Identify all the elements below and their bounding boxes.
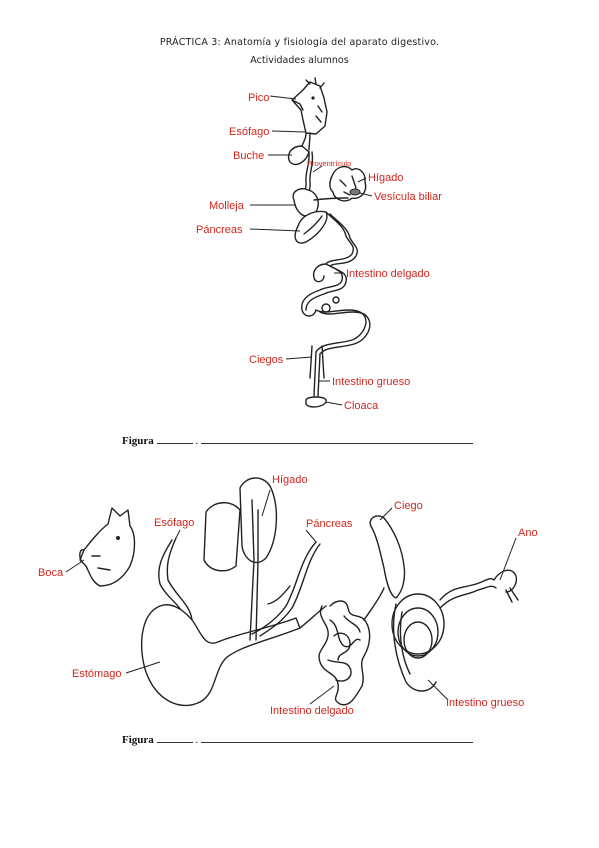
leader-esofago bbox=[271, 130, 306, 133]
leader-vesicula bbox=[359, 192, 373, 197]
leader-pico bbox=[269, 95, 297, 100]
page-title: PRÁCTICA 3: Anatomía y fisiología del ap… bbox=[159, 37, 440, 48]
liver-drawing bbox=[203, 477, 278, 641]
label-esofago: Esófago bbox=[229, 126, 269, 138]
figure1-title-blank[interactable] bbox=[201, 434, 474, 444]
leader-intestino-grueso bbox=[427, 679, 449, 701]
figure2-title-blank[interactable] bbox=[201, 733, 474, 743]
leader-proventriculo bbox=[312, 165, 323, 173]
figure2-caption: Figura . bbox=[122, 733, 474, 746]
label-ciegos: Ciegos bbox=[249, 354, 284, 366]
label-higado: Hígado bbox=[272, 474, 307, 486]
page-subtitle: Actividades alumnos bbox=[250, 55, 349, 66]
label-ciego: Ciego bbox=[394, 500, 423, 512]
label-pico: Pico bbox=[248, 92, 269, 104]
leader-higado bbox=[357, 177, 367, 183]
label-intestino-delgado: Intestino delgado bbox=[270, 705, 354, 717]
figure1-caption-word: Figura bbox=[122, 435, 154, 447]
ceca-cloaca-drawing bbox=[305, 345, 327, 408]
figure1-caption-separator: . bbox=[195, 435, 199, 447]
small-intestine-drawing bbox=[301, 263, 371, 355]
label-vesicula: Vesícula biliar bbox=[374, 191, 442, 203]
label-pancreas: Páncreas bbox=[196, 224, 243, 236]
leader-ano bbox=[499, 537, 517, 581]
figure2-number-blank[interactable] bbox=[156, 733, 193, 743]
pancreas-drawing bbox=[251, 541, 317, 635]
label-proventriculo: Proventrículo bbox=[307, 159, 351, 168]
liver-drawing bbox=[329, 165, 367, 202]
gizzard-pancreas-drawing bbox=[292, 188, 359, 267]
label-higado: Hígado bbox=[368, 172, 403, 184]
pig-head-drawing bbox=[79, 507, 136, 587]
label-buche: Buche bbox=[233, 150, 264, 162]
leader-intestino-delgado bbox=[309, 685, 335, 705]
figure1-caption: Figura . bbox=[122, 434, 474, 447]
leader-pancreas bbox=[305, 529, 317, 543]
label-ano: Ano bbox=[518, 527, 538, 539]
leader-boca bbox=[65, 559, 85, 573]
bird-digestive-diagram: Pico Esófago Buche Proventrículo Hígado … bbox=[196, 77, 442, 412]
figure2-caption-word: Figura bbox=[122, 734, 154, 746]
label-intestino-delgado: Intestino delgado bbox=[346, 268, 430, 280]
label-molleja: Molleja bbox=[209, 200, 245, 212]
label-estomago: Estómago bbox=[72, 668, 122, 680]
large-intestine-drawing bbox=[391, 569, 519, 692]
leader-estomago bbox=[125, 661, 161, 674]
leader-ciego bbox=[379, 507, 393, 521]
leader-pancreas bbox=[249, 228, 301, 232]
label-intestino-grueso: Intestino grueso bbox=[446, 697, 524, 709]
pig-digestive-diagram: Hígado Esófago Páncreas Ciego Ano Boca E… bbox=[38, 474, 538, 717]
leader-esofago bbox=[173, 529, 181, 543]
leader-ciegos bbox=[285, 356, 313, 360]
label-boca: Boca bbox=[38, 567, 64, 579]
leader-cloaca bbox=[325, 401, 343, 406]
figure2-caption-separator: . bbox=[195, 734, 199, 746]
label-esofago: Esófago bbox=[154, 517, 194, 529]
label-cloaca: Cloaca bbox=[344, 400, 379, 412]
leader-higado bbox=[261, 489, 271, 517]
label-pancreas: Páncreas bbox=[306, 518, 353, 530]
figure1-number-blank[interactable] bbox=[156, 434, 193, 444]
stomach-drawing bbox=[140, 604, 301, 707]
cecum-drawing bbox=[369, 515, 406, 599]
bird-head-drawing bbox=[291, 77, 328, 135]
label-intestino-grueso: Intestino grueso bbox=[332, 376, 410, 388]
small-intestine-drawing bbox=[299, 587, 385, 706]
